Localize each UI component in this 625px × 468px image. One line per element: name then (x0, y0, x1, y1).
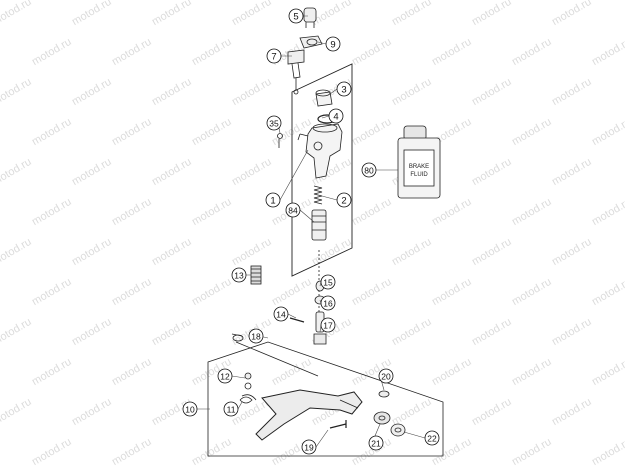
callout-12-label: 12 (220, 372, 230, 382)
bottle-label-line-2: FLUID (410, 172, 428, 178)
callout-15: 15 (320, 274, 336, 290)
callout-22: 22 (424, 430, 440, 446)
rod-18-drawing (231, 333, 319, 377)
part-7-drawing (287, 49, 305, 95)
part-12-drawing (244, 372, 252, 390)
callout-18-label: 18 (251, 332, 261, 342)
spring-drawing (313, 185, 323, 205)
callout-7-label: 7 (271, 52, 276, 63)
callout-2-label: 2 (341, 196, 346, 207)
part-5-drawing (303, 7, 317, 28)
callout-7: 7 (266, 48, 282, 64)
pivot-17-drawing (313, 333, 327, 345)
callout-13-label: 13 (234, 271, 244, 281)
callout-80-label: 80 (364, 166, 374, 176)
brake-fluid-bottle-drawing (397, 125, 441, 199)
callout-10: 10 (182, 401, 198, 417)
callout-17-label: 17 (323, 321, 333, 331)
callout-11-label: 11 (227, 405, 236, 415)
callout-21: 21 (368, 435, 384, 451)
callout-14: 14 (273, 306, 289, 322)
spring-11-drawing (239, 394, 257, 404)
callout-19: 19 (301, 439, 317, 455)
callout-10-label: 10 (185, 405, 195, 415)
callout-4-label: 4 (333, 112, 338, 123)
callout-17: 17 (320, 317, 336, 333)
callout-3-label: 3 (341, 85, 346, 96)
bottle-label-line-1: BRAKE (409, 164, 429, 170)
callout-18: 18 (248, 328, 264, 344)
callout-20-label: 20 (381, 372, 391, 382)
reservoir-cap-drawing (315, 89, 333, 107)
part-35-drawing (277, 133, 283, 148)
callout-84: 84 (285, 202, 301, 218)
callout-20: 20 (378, 368, 394, 384)
callout-5-label: 5 (293, 12, 298, 23)
callout-14-label: 14 (276, 310, 286, 320)
washer-22-drawing (390, 423, 406, 437)
callout-35: 35 (266, 115, 282, 131)
part-9-drawing (299, 35, 323, 49)
callout-16-label: 16 (323, 299, 333, 309)
piston-drawing (311, 209, 327, 241)
callout-5: 5 (288, 8, 304, 24)
callout-19-label: 19 (304, 443, 314, 453)
callout-9-label: 9 (330, 40, 335, 51)
bolt-19-drawing (329, 420, 347, 429)
callout-13: 13 (231, 267, 247, 283)
callout-84-label: 84 (288, 206, 298, 216)
callout-4: 4 (328, 108, 344, 124)
callout-9: 9 (325, 36, 341, 52)
callout-12: 12 (217, 368, 233, 384)
callout-22-label: 22 (427, 434, 437, 444)
callout-11: 11 (223, 401, 239, 417)
callout-16: 16 (320, 295, 336, 311)
callout-2: 2 (336, 192, 352, 208)
callout-21-label: 21 (371, 439, 381, 449)
callout-35-label: 35 (269, 119, 279, 129)
callout-15-label: 15 (323, 278, 333, 288)
bearing-21-drawing (373, 411, 391, 425)
callout-3: 3 (336, 81, 352, 97)
brake-lever-drawing (255, 389, 363, 441)
washer-20-drawing (378, 390, 390, 398)
master-cylinder-drawing (297, 123, 343, 179)
leader-lines (197, 15, 426, 448)
callout-80: 80 (361, 162, 377, 178)
callout-1-label: 1 (270, 196, 275, 207)
callout-1: 1 (265, 192, 281, 208)
lever-group-frame (207, 341, 444, 457)
bolt-14-drawing (289, 317, 305, 323)
